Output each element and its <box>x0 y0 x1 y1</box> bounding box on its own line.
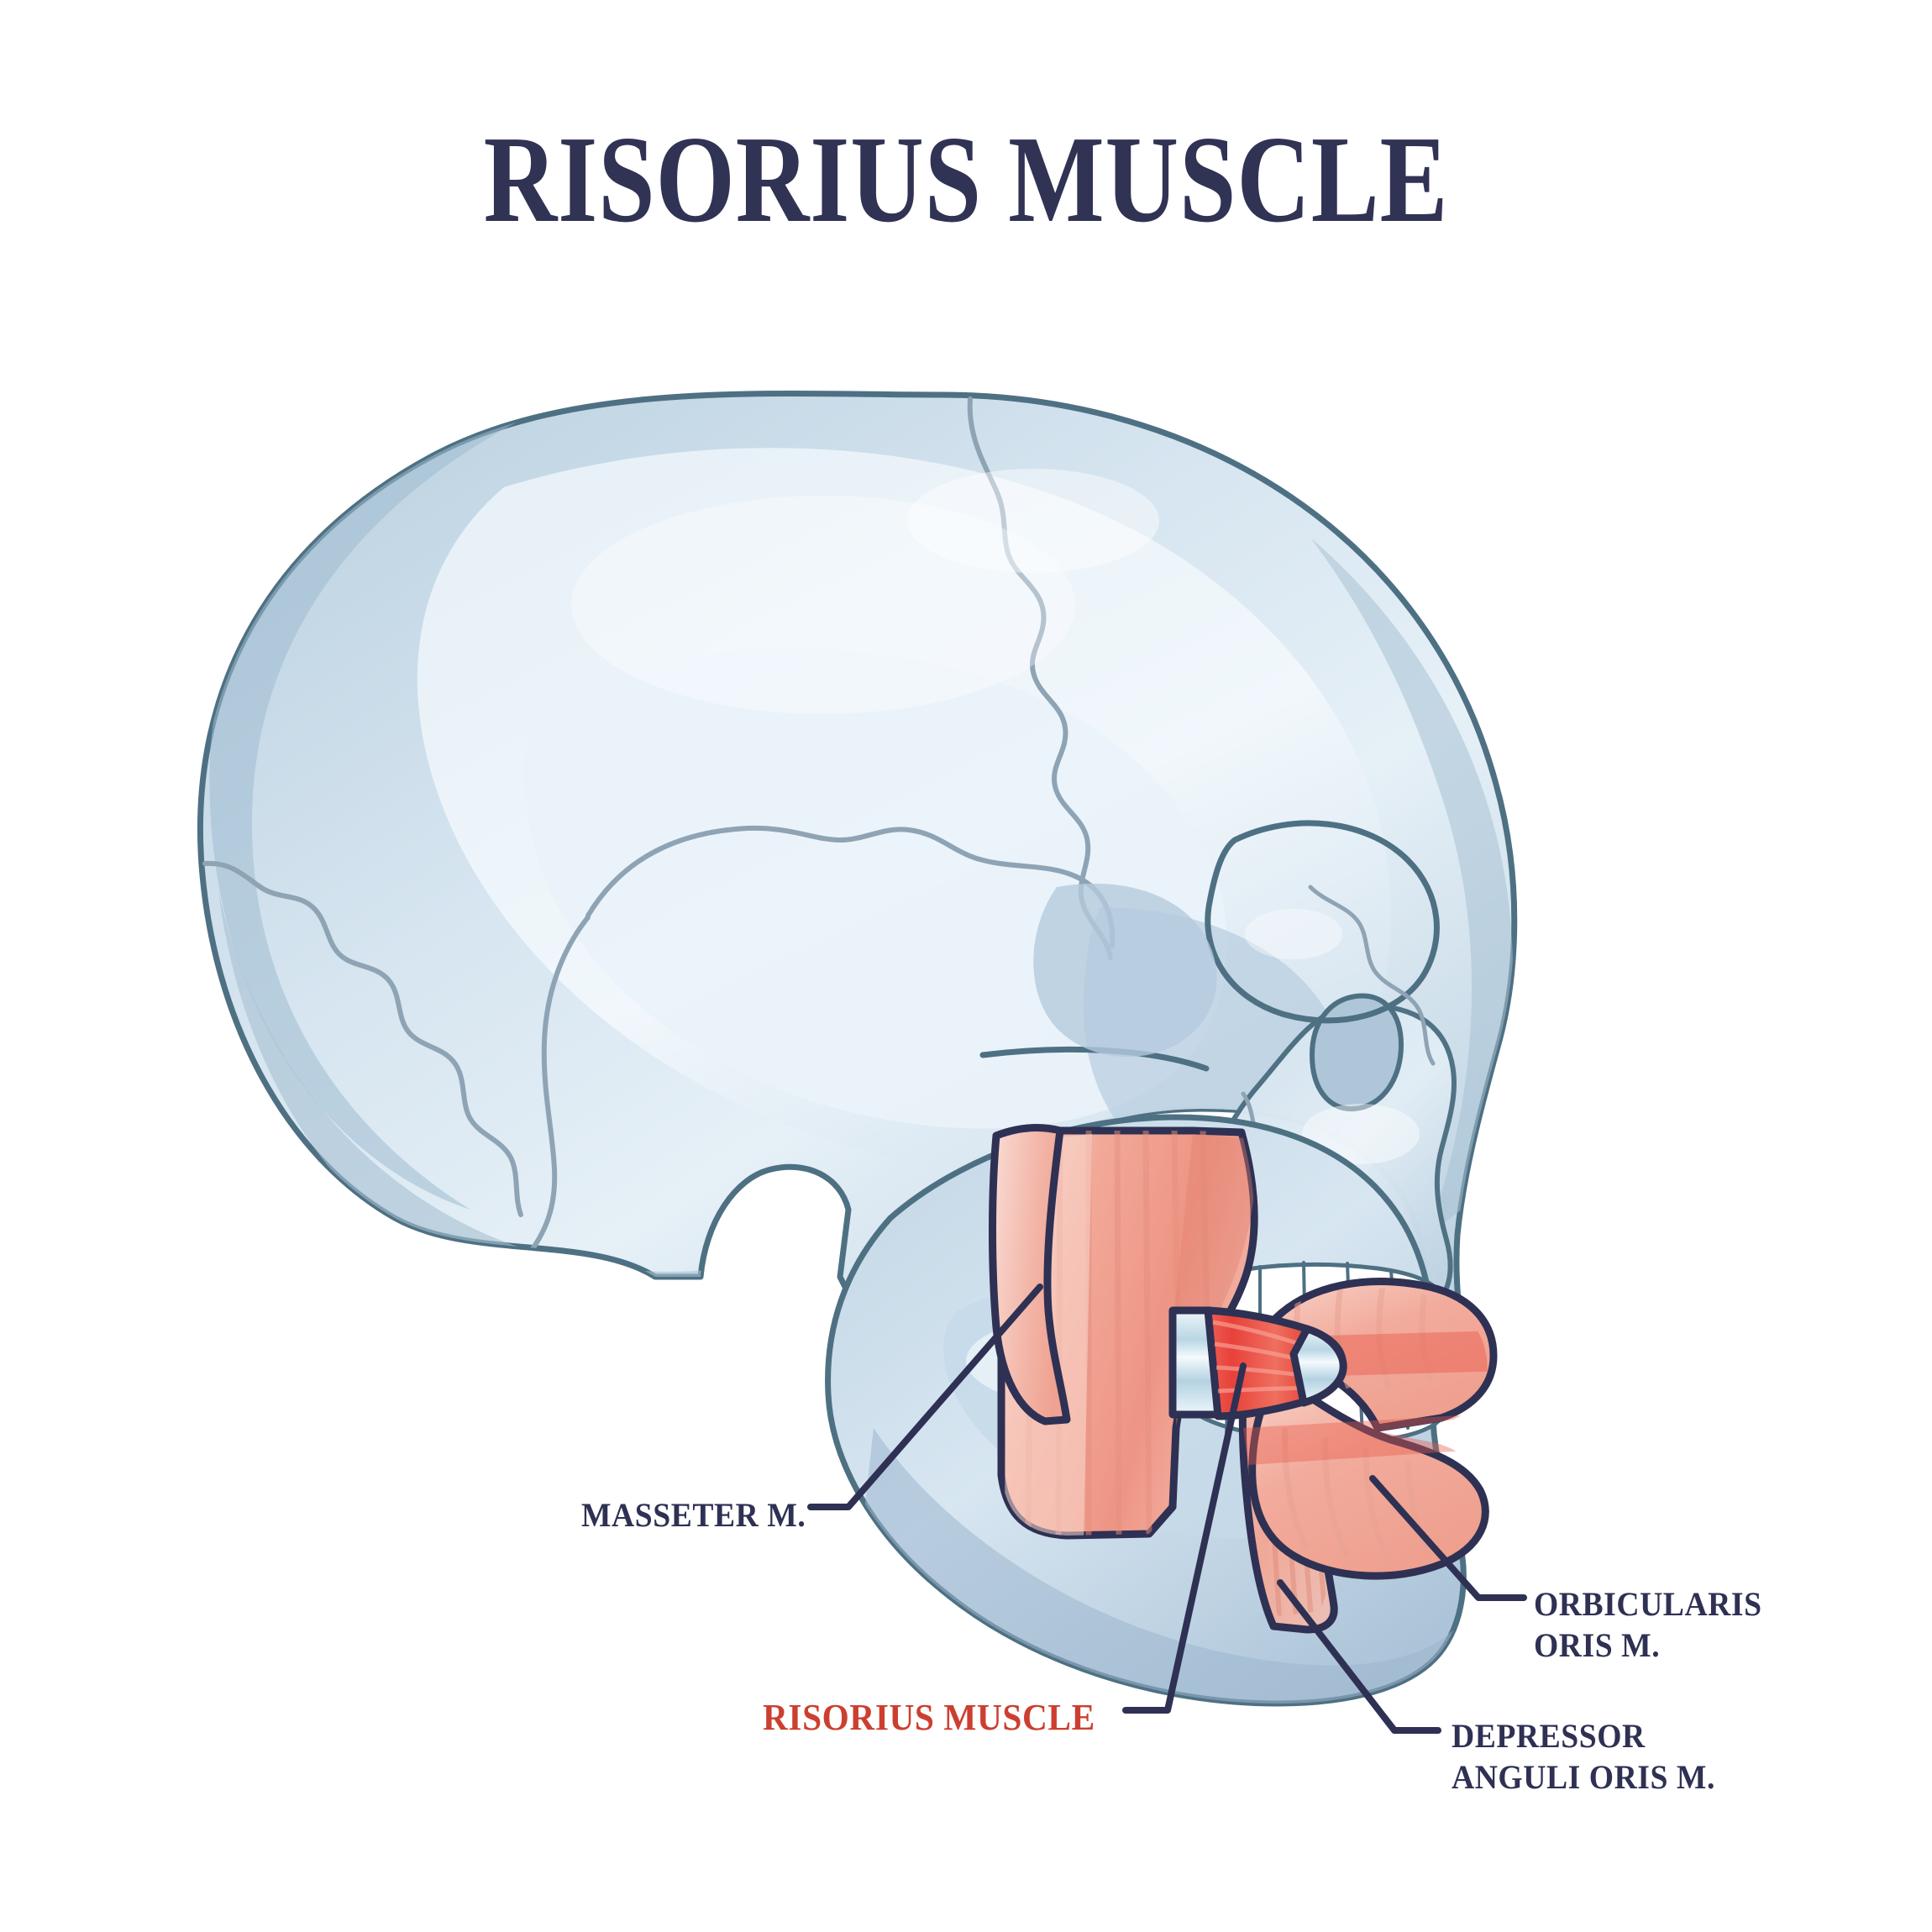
squamous-suture-lower <box>527 915 591 1256</box>
coronal-suture <box>967 396 1113 960</box>
label-depressor-line2: ANGULI ORIS M. <box>1452 1757 1715 1796</box>
face-highlight <box>1302 1104 1420 1164</box>
frontal-shadow <box>1310 538 1514 1235</box>
label-orbicularis-line1: ORBICULARIS <box>1534 1585 1762 1623</box>
cranium-group <box>197 390 1518 1398</box>
vault-highlight-2 <box>907 469 1159 573</box>
nasal-aperture <box>1309 993 1404 1112</box>
leader-lines <box>807 1284 1527 1734</box>
leader-line-depressor <box>1277 1579 1441 1734</box>
risorius-distal-tendon <box>1289 1325 1347 1407</box>
leader-line-risorius <box>1122 1362 1247 1714</box>
face-highlight-2 <box>1245 909 1342 959</box>
squamous-suture <box>585 825 1116 948</box>
lambdoid-suture <box>202 860 523 1217</box>
sphenoid-shade <box>1033 883 1217 1058</box>
label-depressor-line1: DEPRESSOR <box>1452 1717 1646 1755</box>
label-risorius-muscle: RISORIUS MUSCLE <box>763 1697 1095 1738</box>
orbit-rim <box>1205 820 1440 1024</box>
maxilla-crack <box>1308 885 1436 1066</box>
label-orbicularis-oris: ORBICULARIS ORIS M. <box>1534 1584 1762 1667</box>
leader-line-masseter <box>807 1284 1043 1510</box>
masseter-muscle <box>989 1124 1258 1540</box>
label-depressor-anguli-oris: DEPRESSOR ANGULI ORIS M. <box>1452 1716 1715 1798</box>
masseter-superficial-head <box>989 1124 1071 1425</box>
leader-line-orbicularis <box>1369 1475 1527 1601</box>
label-masseter-muscle: MASSETER M. <box>581 1496 806 1534</box>
label-orbicularis-line2: ORIS M. <box>1534 1625 1661 1664</box>
vault-highlight <box>571 496 1075 714</box>
upper-vault-shadow <box>209 420 521 1210</box>
page-title: RISORIUS MUSCLE <box>483 111 1449 249</box>
risorius-muscle <box>1168 1306 1347 1420</box>
